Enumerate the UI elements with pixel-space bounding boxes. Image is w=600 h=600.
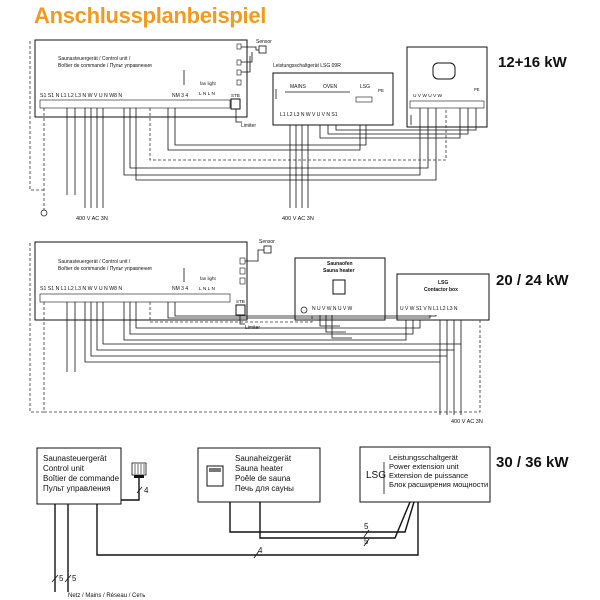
lsg-box-3: [359, 446, 491, 503]
control-unit-2-terminals: S1 S1 N L1 L2 L3 N W V U N W8 N: [40, 286, 122, 292]
lsg-1-lsg: LSG: [360, 84, 370, 90]
cable-count-6: 5: [72, 574, 77, 583]
power-label-30-36: 30 / 36 kW: [496, 454, 569, 471]
heater-1-pe: PE: [474, 87, 480, 92]
cable-count-5: 5: [59, 574, 64, 583]
terminal-strip-2: [39, 293, 231, 303]
control-unit-1-stb: STB: [231, 93, 240, 98]
lsg-2-name: LSG: [438, 280, 448, 286]
voltage-2: 400 V AC 3N: [451, 419, 483, 425]
heater-2-name2: Sauna heater: [323, 268, 354, 274]
mains-label: Netz / Mains / Réseau / Сеть: [68, 593, 145, 599]
section-12-16kw: 12+16 kW Saunasteuergerät / Control unit…: [29, 39, 568, 222]
lsg-box-2: [396, 273, 490, 321]
cable-count-3: 5: [364, 537, 369, 546]
page-title: Anschlussplanbeispiel: [34, 3, 267, 28]
control-unit-2-name2: Boîtier de commande / Пульт управления: [58, 266, 152, 272]
cu3-line2: Control unit: [43, 464, 85, 473]
power-label-20-24: 20 / 24 kW: [496, 272, 569, 289]
heater-icon-2: [332, 279, 346, 295]
heater3-line2: Sauna heater: [235, 464, 283, 473]
cu3-line1: Saunasteuergerät: [43, 454, 107, 463]
sensor-label-2: Sensor: [259, 239, 275, 245]
control-unit-1-terminals: S1 S1 N L1 L2 L3 N W V U N W8 N: [40, 93, 122, 99]
heater3-line3: Poêle de sauna: [235, 474, 291, 483]
sensor-icon-2: [263, 245, 272, 254]
lsg3-line1: Leistungsschaltgerät: [389, 453, 459, 462]
voltage-1: 400 V AC 3N: [76, 216, 108, 222]
lsg-2-name2: Contactor box: [424, 287, 458, 293]
control-unit-2-fanlight: fan light: [200, 276, 217, 281]
sensor-label-1: Sensor: [256, 39, 272, 45]
lsg-1-terminals: L1 L2 L3 N W V U V N S1: [280, 112, 338, 118]
control-unit-1-fanlight: fan light: [200, 81, 217, 86]
cable-count-1: 4: [144, 486, 149, 495]
lsg-1-oven: OVEN: [323, 84, 338, 90]
power-label-12-16: 12+16 kW: [498, 54, 568, 71]
ground-icon: [40, 209, 48, 217]
heater-2-terminals: N U V W N U V W: [312, 306, 353, 312]
section-20-24kw: 20 / 24 kW Saunasteuergerät / Control un…: [29, 239, 569, 425]
lsg3-line4: Блок расширения мощности: [389, 480, 488, 489]
control-unit-2-stb: STB: [236, 299, 245, 304]
control-unit-3: [36, 447, 122, 505]
control-unit-2: [34, 241, 248, 321]
lsg3-line3: Extension de puissance: [389, 471, 468, 480]
lsg3-line2: Power extension unit: [389, 462, 460, 471]
heater-icon-3: [206, 465, 224, 487]
heater3-line4: Печь для сауны: [235, 484, 294, 493]
sensor-icon: [258, 45, 267, 54]
lsg-1-pe: PE: [378, 88, 384, 93]
section-30-36kw: 30 / 36 kW Saunasteuergerät Control unit…: [36, 446, 569, 599]
limiter-label-1: Limiter: [241, 123, 256, 129]
cable-count-2: 5: [364, 522, 369, 531]
cable-count-4: 4: [258, 546, 263, 555]
heater3-line1: Saunaheizgerät: [235, 454, 292, 463]
lsg-2-terminals: U V W S1 V N L1 L2 L3 N: [400, 306, 458, 312]
cu3-line3: Boîtier de commande: [43, 474, 120, 483]
ground-icon-2: [300, 306, 308, 314]
heater-1-terminals: U V W U V W: [413, 93, 443, 99]
voltage-1b: 400 V AC 3N: [282, 216, 314, 222]
lsg-box-1: [272, 72, 394, 126]
control-unit-2-nm: NM 3 4: [172, 286, 188, 292]
cu3-line4: Пульт управления: [43, 484, 110, 493]
lsg3-tag: LSG: [366, 470, 386, 481]
control-unit-2-fanlight-terms: L N L N: [199, 286, 215, 292]
control-unit-1-name2: Boîtier de commande / Пульт управления: [58, 63, 152, 69]
control-unit-2-name: Saunasteuergerät / Control unit /: [58, 259, 131, 265]
control-unit-1: [34, 39, 248, 118]
lsg-1-mains: MAINS: [290, 84, 307, 90]
control-unit-1-name: Saunasteuergerät / Control unit /: [58, 56, 131, 62]
control-unit-1-nm: NM 3 4: [172, 93, 188, 99]
terminal-strip-1: [39, 99, 231, 109]
control-unit-1-fanlight-terms: L N L N: [199, 91, 215, 97]
lsg-1-name: Leistungsschaltgerät LSG 09R: [273, 63, 341, 69]
heater-2-name: Saunaofen: [327, 261, 353, 267]
sensor-icon-3: [131, 462, 147, 478]
heater-icon: [432, 62, 456, 80]
stb-block-1: [230, 98, 241, 110]
